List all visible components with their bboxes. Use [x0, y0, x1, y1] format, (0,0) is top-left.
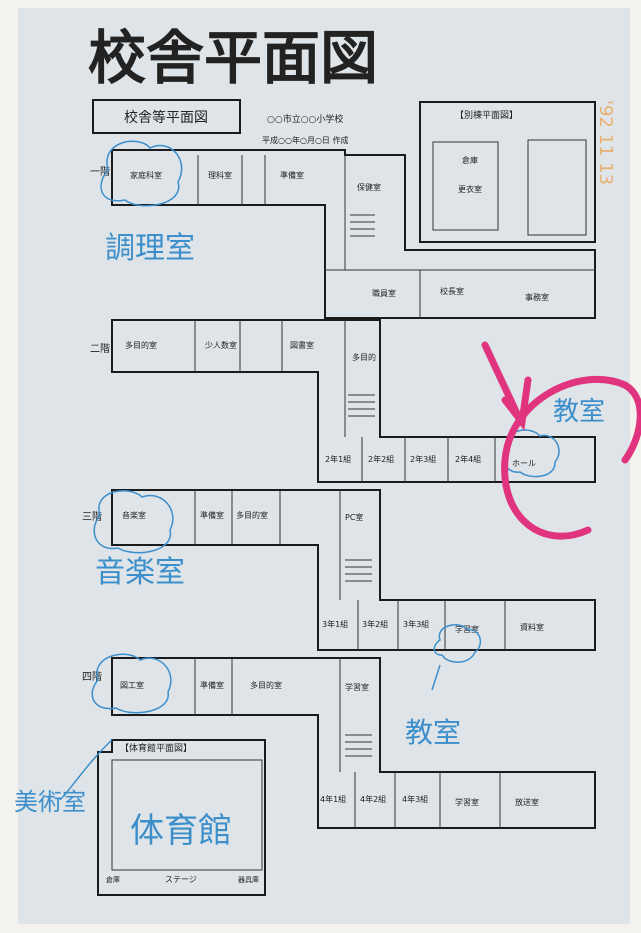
- gym-title: 【体育館平面図】: [120, 742, 192, 754]
- f2-room-e: 2年1組: [325, 454, 351, 464]
- f4-room-d: 学習室: [345, 682, 369, 692]
- f4-room-f: 4年2組: [360, 794, 386, 804]
- annex-title: 【別棟平面図】: [455, 109, 518, 121]
- note-music: 音楽室: [95, 555, 185, 590]
- floor-4-outline: [111, 657, 596, 829]
- f1-room-b: 準備室: [280, 170, 304, 180]
- f2-room-a: 多目的室: [125, 340, 157, 350]
- date-line: 平成○○年○月○日 作成: [262, 135, 348, 145]
- f2-room-g: 2年3組: [410, 454, 436, 464]
- f3-room-g: 3年3組: [403, 619, 429, 629]
- f4-room-g: 4年3組: [402, 794, 428, 804]
- annex-building: [419, 101, 596, 243]
- f1-room-e: 校長室: [440, 286, 464, 296]
- annex-room-b: 更衣室: [458, 184, 482, 194]
- f2-room-i: ホール: [512, 459, 536, 468]
- label-box-text: 校舎等平面図: [124, 109, 208, 126]
- f1-room-d: 職員室: [372, 288, 396, 298]
- f2-room-c: 図書室: [290, 340, 314, 350]
- f4-room-i: 放送室: [515, 797, 539, 807]
- note-art: 美術室: [14, 788, 86, 816]
- f3-room-a: 音楽室: [122, 510, 146, 520]
- gym-room-a: 倉庫: [106, 875, 120, 884]
- f3-room-c: 多目的室: [236, 510, 268, 520]
- gym-floor: [111, 759, 263, 871]
- floor-2-outline: [111, 319, 596, 483]
- f1-room-c: 保健室: [357, 182, 381, 192]
- stairs-icon: [345, 214, 375, 757]
- note-classroom: 教室: [405, 716, 461, 749]
- f3-room-d: PC室: [345, 512, 363, 522]
- f2-room-d: 多目的: [352, 352, 376, 362]
- f4-room-e: 4年1組: [320, 794, 346, 804]
- note-cooking: 調理室: [105, 231, 195, 266]
- date-stamp: '92 11 13: [595, 100, 616, 185]
- annex-block-right: [527, 139, 587, 236]
- note-gym: 体育館: [130, 811, 232, 851]
- floor-label-2: 二階: [90, 343, 110, 355]
- f3-room-b: 準備室: [200, 510, 224, 520]
- f1-room-f: 事務室: [525, 292, 549, 302]
- f3-room-e: 3年1組: [322, 619, 348, 629]
- gym-outline: [97, 739, 266, 896]
- gym-stage: ステージ: [165, 875, 197, 884]
- f2-room-f: 2年2組: [368, 454, 394, 464]
- f4-room-b: 準備室: [200, 680, 224, 690]
- annex-room-a: 倉庫: [462, 155, 478, 165]
- label-box: [92, 99, 241, 134]
- annex-block-left: [432, 141, 499, 231]
- school-name: ○○市立○○小学校: [267, 113, 343, 125]
- f2-room-h: 2年4組: [455, 454, 481, 464]
- f1-room-home: 家庭科室: [130, 170, 162, 180]
- handwritten-clouds: [59, 140, 560, 801]
- floor-label-4: 四階: [82, 671, 102, 683]
- f4-room-h: 学習室: [455, 797, 479, 807]
- f4-room-a: 図工室: [120, 680, 144, 690]
- f4-room-c: 多目的室: [250, 680, 282, 690]
- floor-3-outline: [111, 489, 596, 651]
- highlight-marker: [481, 341, 641, 540]
- floor-1-outline: [111, 149, 596, 319]
- f3-room-i: 資料室: [520, 622, 544, 632]
- f1-room-a: 理科室: [208, 170, 232, 180]
- page-title: 校舎平面図: [88, 24, 378, 92]
- note-classroom-circled: 教室: [553, 397, 605, 427]
- f2-room-b: 少人数室: [205, 340, 237, 350]
- f3-room-f: 3年2組: [362, 619, 388, 629]
- gym-room-b: 器具庫: [238, 875, 259, 884]
